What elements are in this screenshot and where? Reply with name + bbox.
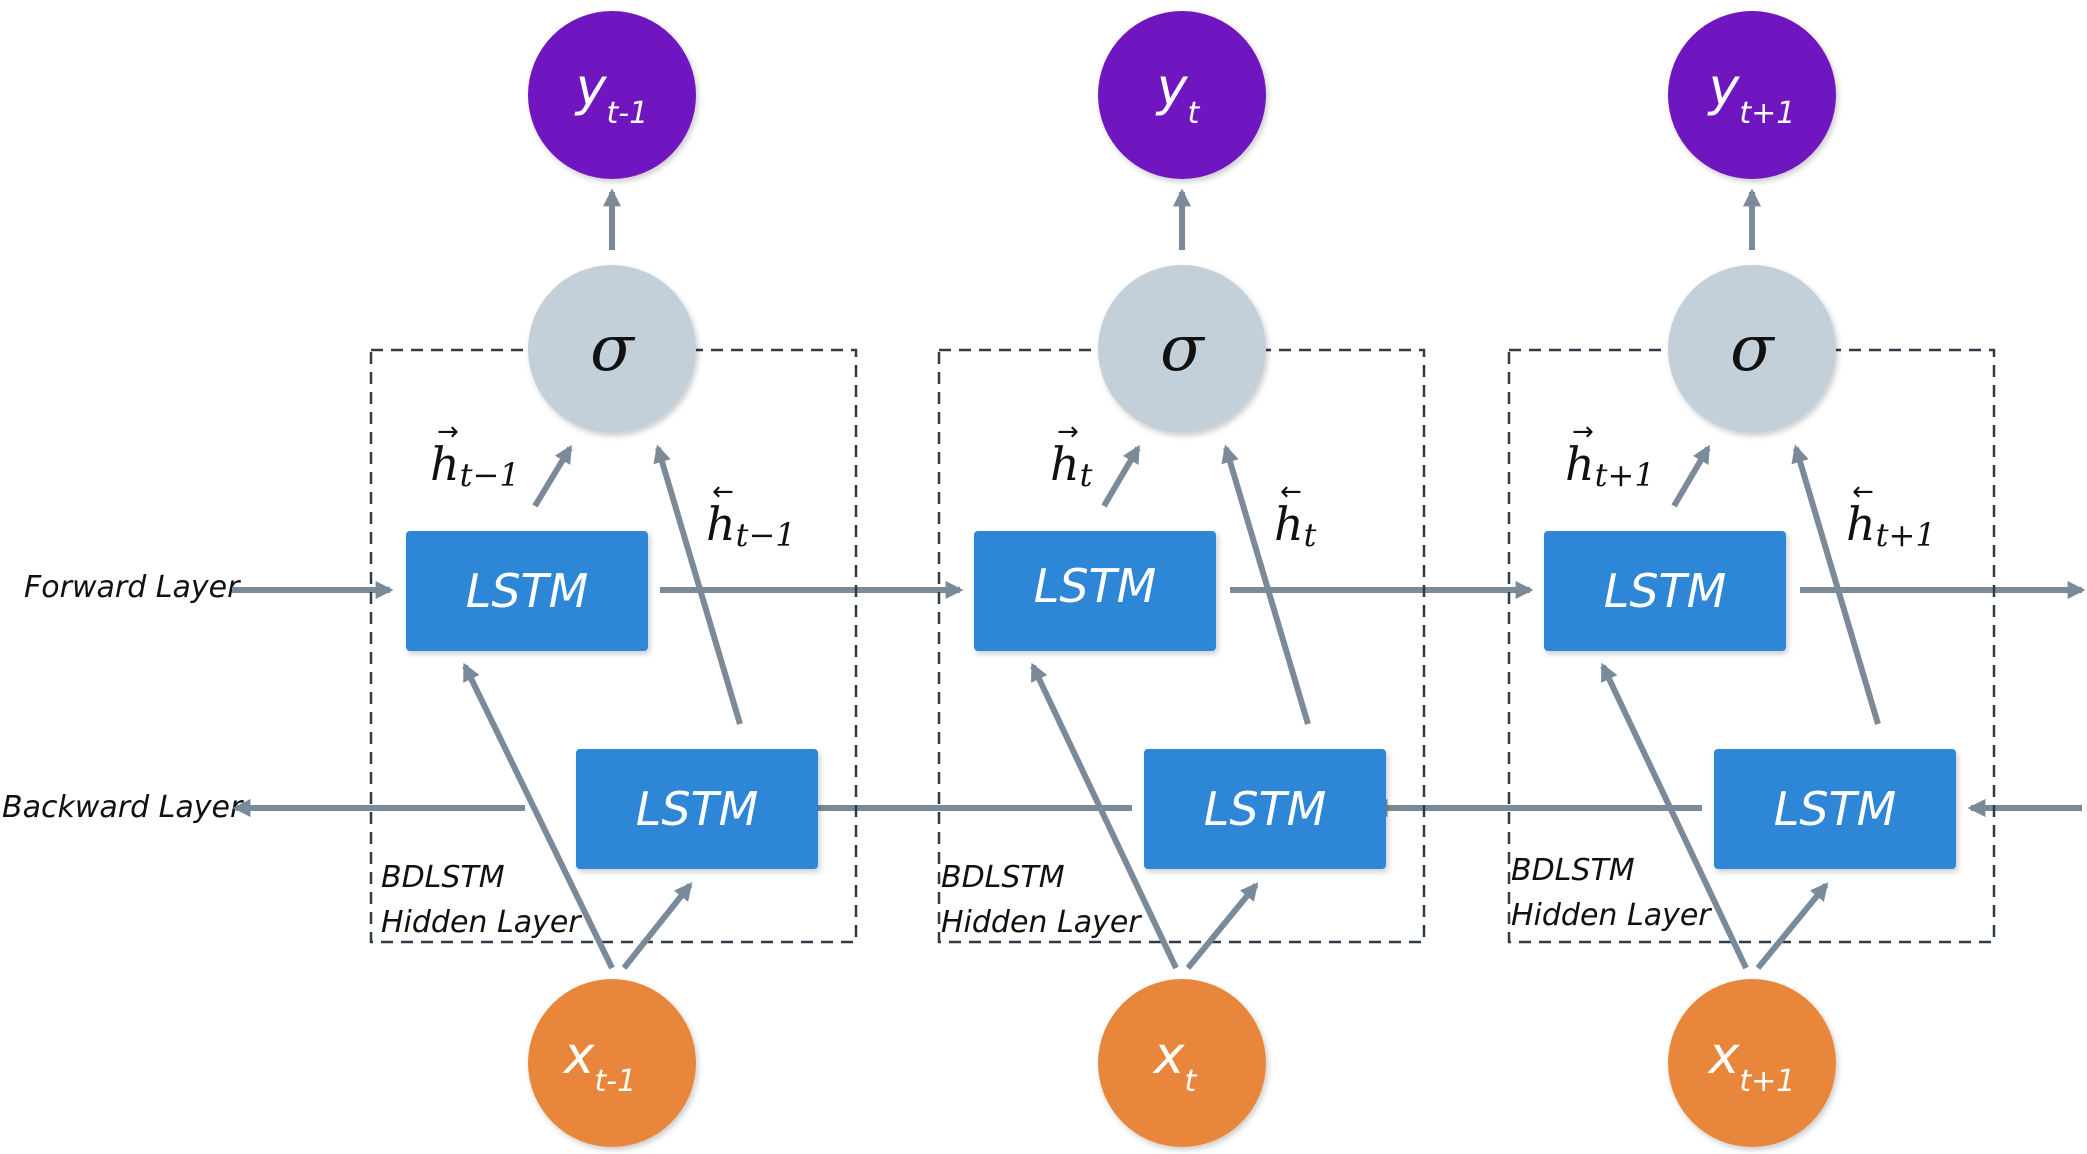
hidden-layer-caption-line1: BDLSTM [381, 860, 505, 895]
lstm-forward-label: LSTM [1034, 559, 1157, 613]
output-label: y [574, 58, 608, 118]
output-node-y [1098, 11, 1266, 179]
h-forward-label: h [1565, 437, 1595, 491]
h-backward-subscript: t+1 [1876, 516, 1936, 554]
input-node-x [1668, 979, 1836, 1147]
sigma-node [1098, 265, 1266, 433]
sigma-label: σ [590, 312, 636, 386]
output-subscript: t [1188, 96, 1201, 131]
h-backward-subscript: t−1 [736, 516, 796, 554]
h-forward-subscript: t−1 [460, 456, 520, 494]
lstm-backward-label: LSTM [1774, 782, 1897, 836]
input-label: x [1152, 1026, 1186, 1086]
cell-2: yt σ ht → ht ← LSTM LSTM BDLSTM Hidden L… [937, 11, 1426, 1147]
h-forward-arrow: → [437, 417, 459, 447]
output-subscript: t+1 [1739, 96, 1795, 131]
output-node-y [528, 11, 696, 179]
svg-text:ht: ht [1050, 437, 1093, 494]
svg-text:xt-1: xt-1 [562, 1026, 636, 1099]
h-backward-arrow: ← [1852, 477, 1874, 507]
svg-text:xt+1: xt+1 [1707, 1026, 1796, 1099]
forward-layer-label: Forward Layer [24, 570, 241, 605]
svg-text:ht+1: ht+1 [1846, 497, 1936, 554]
svg-text:yt-1: yt-1 [574, 58, 648, 131]
sigma-label: σ [1730, 312, 1776, 386]
h-backward-subscript: t [1304, 516, 1317, 554]
h-forward-arrow: → [1572, 417, 1594, 447]
svg-text:xt: xt [1152, 1026, 1198, 1099]
svg-text:ht: ht [1274, 497, 1317, 554]
h-backward-label: h [706, 497, 736, 551]
h-forward-arrow: → [1057, 417, 1079, 447]
backward-layer-label: Backward Layer [2, 790, 244, 825]
lstm-backward-box [1714, 749, 1956, 869]
lstm-forward-label: LSTM [1604, 564, 1727, 618]
sigma-node [528, 265, 696, 433]
lstm-forward-box [1544, 531, 1786, 651]
hidden-layer-caption-line2: Hidden Layer [1511, 898, 1712, 933]
input-node-x [1098, 979, 1266, 1147]
cell-2-arrows [1030, 188, 1311, 970]
svg-text:ht−1: ht−1 [430, 437, 520, 494]
h-forward-label: h [430, 437, 460, 491]
h-backward-label: h [1846, 497, 1876, 551]
lstm-backward-box [1144, 749, 1386, 869]
h-backward-label: h [1274, 497, 1304, 551]
svg-text:yt: yt [1155, 58, 1201, 131]
input-label: x [1707, 1026, 1741, 1086]
lstm-backward-box [576, 749, 818, 869]
svg-text:yt+1: yt+1 [1707, 58, 1796, 131]
lstm-backward-label: LSTM [1204, 782, 1327, 836]
lstm-forward-label: LSTM [466, 564, 589, 618]
svg-text:ht+1: ht+1 [1565, 437, 1655, 494]
output-label: y [1707, 58, 1741, 118]
svg-text:ht−1: ht−1 [706, 497, 796, 554]
cell-3-arrows [1600, 188, 1881, 970]
input-subscript: t+1 [1739, 1064, 1795, 1099]
output-label: y [1155, 58, 1189, 118]
cell-1: yt-1 σ ht−1 → ht−1 ← LSTM LSTM BDLSTM Hi… [369, 11, 858, 1147]
h-backward-arrow: ← [712, 477, 734, 507]
h-forward-subscript: t [1080, 456, 1093, 494]
lstm-backward-label: LSTM [636, 782, 759, 836]
hidden-layer-caption-line1: BDLSTM [1511, 853, 1635, 888]
lstm-forward-box [974, 531, 1216, 651]
sigma-node [1668, 265, 1836, 433]
input-subscript: t [1185, 1064, 1198, 1099]
output-node-y [1668, 11, 1836, 179]
hidden-layer-caption-line1: BDLSTM [941, 860, 1065, 895]
h-forward-subscript: t+1 [1595, 456, 1655, 494]
h-backward-arrow: ← [1280, 477, 1302, 507]
hidden-layer-caption-line2: Hidden Layer [941, 905, 1142, 940]
lstm-forward-box [406, 531, 648, 651]
cell-1-arrows [462, 188, 743, 970]
cell-3: yt+1 σ ht+1 → ht+1 ← LSTM LSTM BDLSTM Hi… [1507, 11, 1996, 1147]
sigma-label: σ [1160, 312, 1206, 386]
input-node-x [528, 979, 696, 1147]
h-forward-label: h [1050, 437, 1080, 491]
output-subscript: t-1 [607, 96, 649, 131]
hidden-layer-caption-line2: Hidden Layer [381, 905, 582, 940]
input-label: x [562, 1026, 596, 1086]
input-subscript: t-1 [595, 1064, 637, 1099]
